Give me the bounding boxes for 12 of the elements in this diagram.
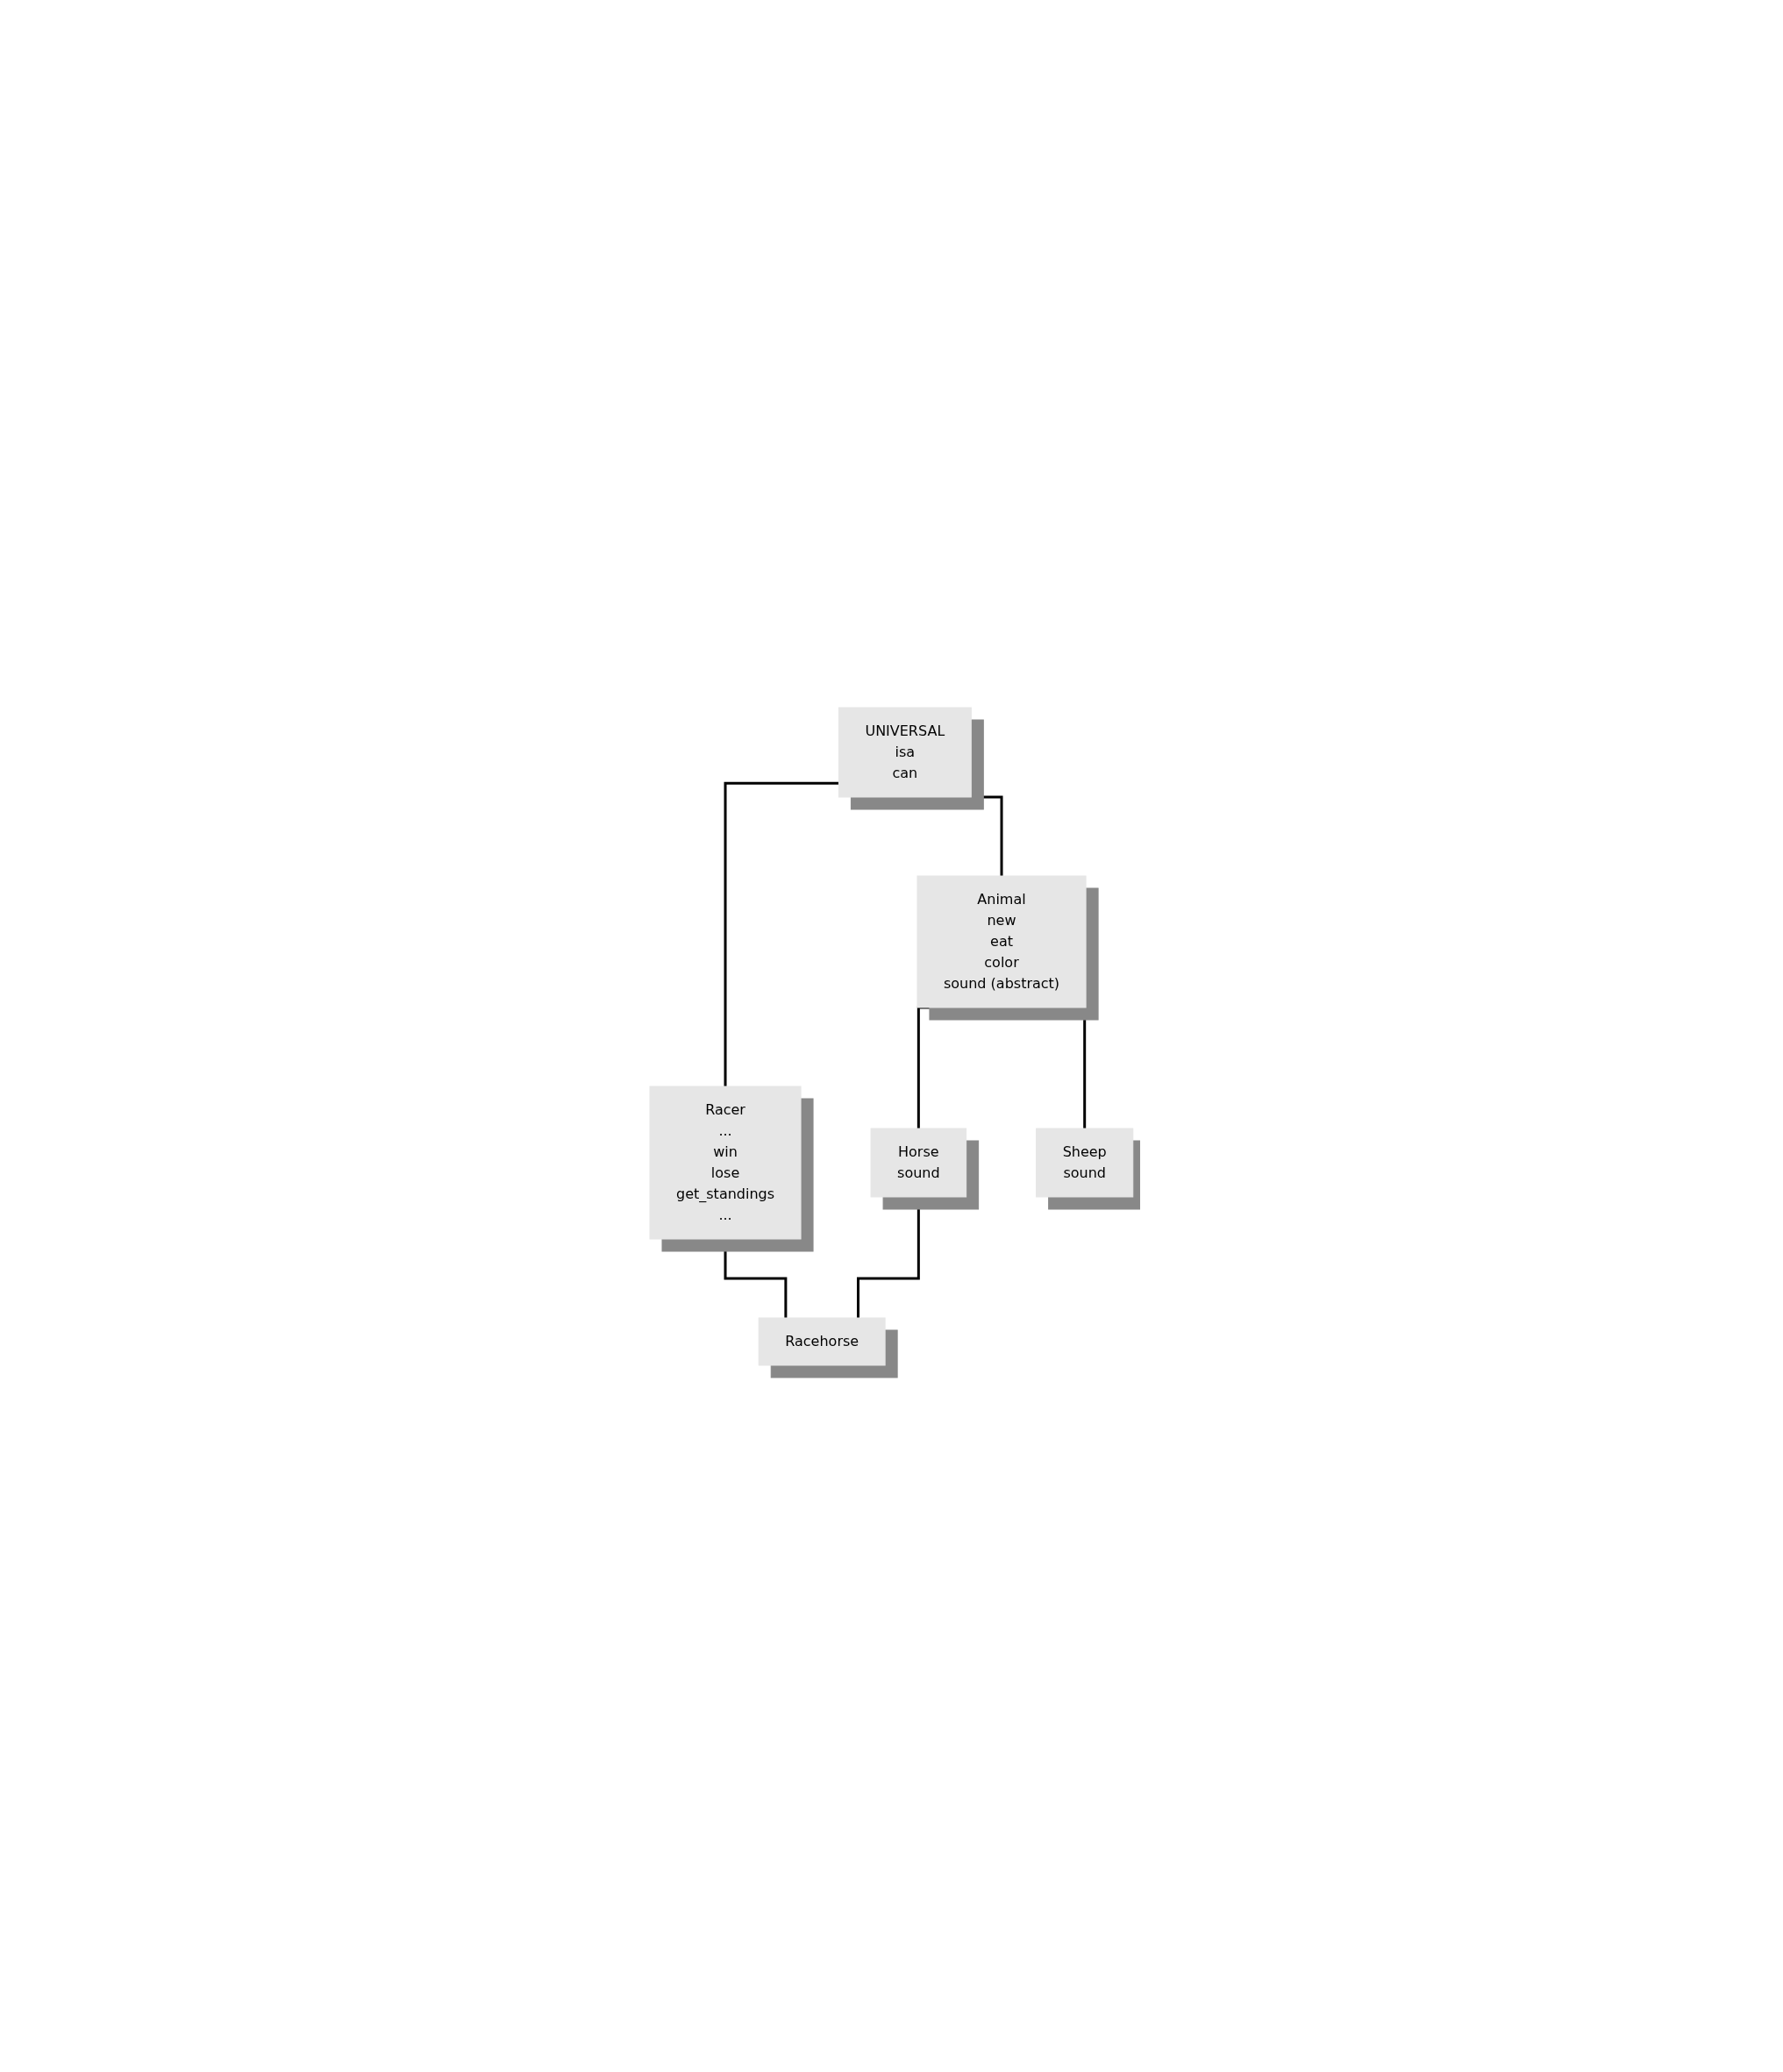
node-box: Horse sound — [870, 1128, 967, 1197]
connector — [724, 1237, 788, 1318]
connector — [956, 795, 1003, 876]
connector — [857, 1195, 920, 1318]
connector — [916, 1006, 950, 1129]
node-box: UNIVERSAL isa can — [838, 707, 972, 797]
node-box: Animal new eat color sound (abstract) — [916, 875, 1087, 1008]
connector — [1053, 1006, 1087, 1129]
node-box: Racehorse — [758, 1317, 886, 1365]
node-box: Racer ... win lose get_standings ... — [649, 1086, 802, 1239]
connector — [724, 781, 839, 1086]
node-box: Sheep sound — [1036, 1128, 1134, 1197]
